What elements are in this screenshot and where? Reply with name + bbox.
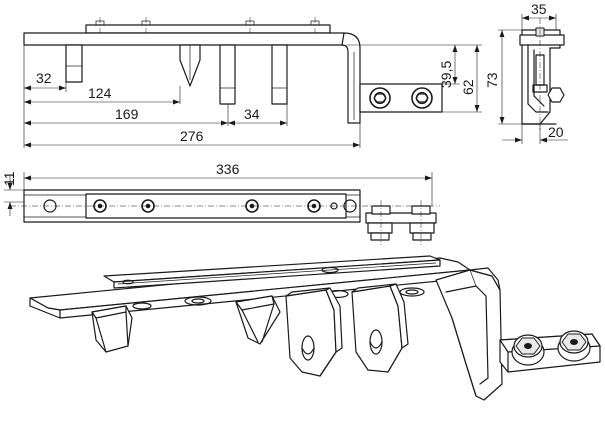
- dim-169: 169: [115, 106, 139, 122]
- dim-62: 62: [460, 79, 476, 95]
- top-dimensions: 336 11: [1, 161, 433, 216]
- front-view: [23, 17, 443, 124]
- iso-tooth-c: [285, 287, 343, 377]
- bent-arm: [341, 32, 361, 124]
- tooth-3: [219, 44, 236, 105]
- iso-bolt-left: [511, 334, 545, 366]
- iso-tooth-a: [91, 305, 133, 353]
- dim-39-5: 39,5: [438, 61, 454, 88]
- bracket-plate: [359, 83, 443, 113]
- iso-tooth-d: [351, 283, 409, 373]
- strip-bolt-heads: [95, 17, 320, 42]
- isometric-view: [29, 255, 601, 401]
- iso-tooth-b: [235, 295, 281, 345]
- top-clamp-strip: [85, 24, 331, 34]
- dim-124: 124: [88, 85, 112, 101]
- side-dimensions: 35 73 20: [484, 1, 568, 144]
- side-view: [519, 18, 565, 130]
- dim-73: 73: [484, 72, 500, 88]
- iso-bolt-right: [557, 330, 591, 362]
- main-bar: [23, 32, 345, 46]
- dim-20: 20: [548, 124, 564, 140]
- dim-32: 32: [36, 70, 52, 86]
- dim-35: 35: [531, 1, 547, 17]
- tooth-1: [65, 44, 83, 83]
- top-view-bracket: [365, 200, 437, 245]
- dim-34: 34: [244, 106, 260, 122]
- front-dimensions: 32 124 169 34 276 39,5 62: [23, 44, 482, 148]
- dim-276: 276: [180, 128, 204, 144]
- bracket-bolt-left: [369, 87, 391, 109]
- dim-336: 336: [216, 161, 240, 177]
- iso-bent-arm: [435, 267, 503, 401]
- tooth-4: [271, 44, 288, 105]
- dim-11: 11: [1, 171, 17, 186]
- bracket-bolt-right: [411, 87, 433, 109]
- top-view: [10, 189, 440, 245]
